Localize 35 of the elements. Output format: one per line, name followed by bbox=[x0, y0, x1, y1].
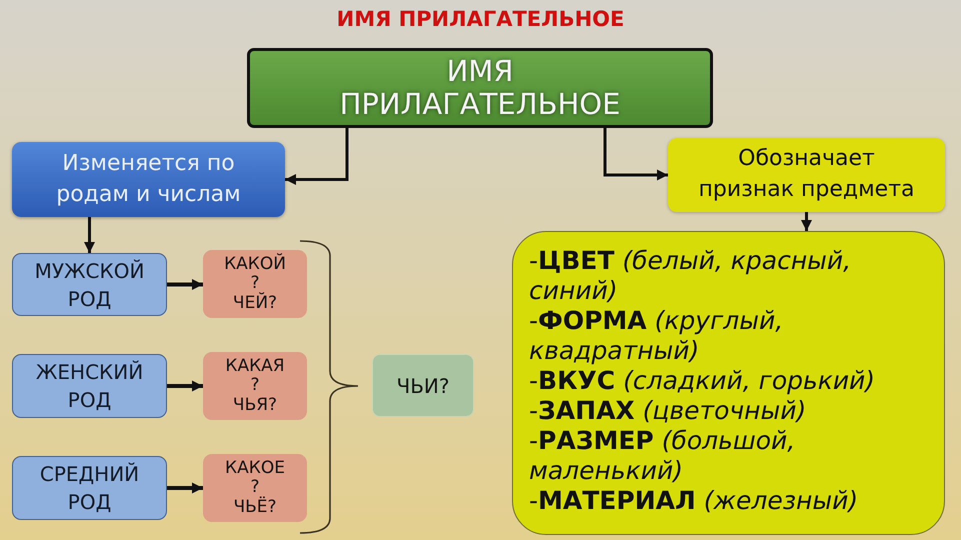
arrow bbox=[801, 212, 812, 231]
list-item: -МАТЕРИАЛ (железный) bbox=[529, 486, 858, 516]
gender-box bbox=[12, 253, 167, 316]
question-text: КАКАЯ ? ЧЬЯ? bbox=[225, 357, 285, 415]
category-box bbox=[12, 142, 285, 217]
gender-box bbox=[12, 354, 167, 418]
list-item: -ВКУС (сладкий, горький) bbox=[529, 366, 876, 396]
heading-text: ИМЯ ПРИЛАГАТЕЛЬНОЕ bbox=[338, 54, 622, 122]
question-text: ЧЬИ? bbox=[396, 374, 450, 398]
question-box bbox=[372, 354, 474, 417]
label-text: СРЕДНИЙ РОД bbox=[38, 461, 140, 516]
arrow bbox=[84, 217, 95, 253]
arrow bbox=[604, 128, 668, 180]
question-text: КАКОЕ ? ЧЬЁ? bbox=[225, 459, 285, 517]
question-box bbox=[203, 352, 307, 420]
list-item: -ЦВЕТ (белый, красный, синий) bbox=[529, 246, 852, 306]
arrow bbox=[167, 482, 203, 494]
question-box bbox=[203, 250, 307, 318]
arrow bbox=[167, 279, 203, 290]
label-text: Обозначает признак предмета bbox=[697, 145, 916, 204]
list-item: -ЗАПАХ (цветочный) bbox=[529, 396, 806, 426]
list-box bbox=[512, 231, 945, 535]
arrow bbox=[285, 128, 348, 185]
question-text: КАКОЙ ? ЧЕЙ? bbox=[224, 255, 286, 313]
label-text: ЖЕНСКИЙ РОД bbox=[34, 359, 144, 414]
arrow bbox=[167, 380, 203, 392]
list-item: -РАЗМЕР (большой, маленький) bbox=[529, 426, 796, 486]
title: ИМЯ ПРИЛАГАТЕЛЬНОЕ bbox=[336, 7, 624, 31]
list-item: -ФОРМА (круглый, квадратный) bbox=[529, 306, 784, 366]
question-box bbox=[203, 454, 307, 522]
gender-box bbox=[12, 456, 167, 520]
label-text: Изменяется по родам и числам bbox=[55, 150, 242, 208]
label-text: МУЖСКОЙ РОД bbox=[34, 258, 146, 312]
definition-box bbox=[668, 138, 945, 212]
heading-box bbox=[247, 48, 713, 128]
